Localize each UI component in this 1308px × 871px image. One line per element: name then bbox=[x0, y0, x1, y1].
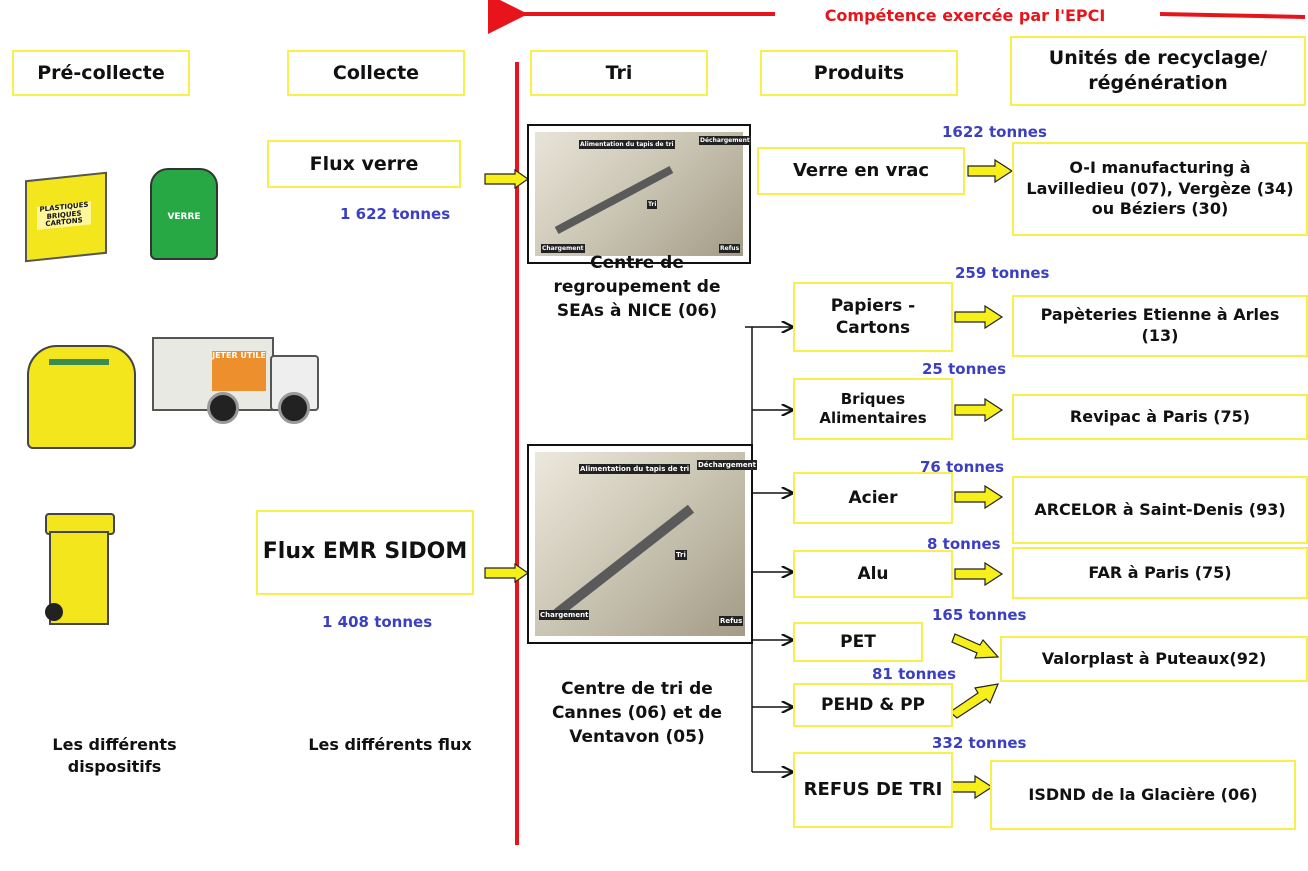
arrow-emr-to-tri bbox=[484, 562, 530, 584]
header-collecte: Collecte bbox=[287, 50, 465, 96]
arrow-pehd-out bbox=[949, 683, 999, 719]
header-produits: Produits bbox=[760, 50, 958, 96]
header-tri: Tri bbox=[530, 50, 708, 96]
arrow-pet-out bbox=[951, 633, 1000, 659]
wheelie-bin-icon bbox=[45, 513, 115, 625]
tonnage-papiers: 259 tonnes bbox=[955, 264, 1050, 282]
flux-emr-box: Flux EMR SIDOM bbox=[256, 510, 474, 595]
bin-verre-label: VERRE bbox=[167, 212, 201, 222]
flux-verre-tonnage: 1 622 tonnes bbox=[340, 205, 451, 223]
dest-acier: ARCELOR à Saint-Denis (93) bbox=[1012, 476, 1308, 544]
arrow-alu-out bbox=[954, 561, 1004, 587]
bin-plastiques-label: PLASTIQUES BRIQUES CARTONS bbox=[37, 201, 91, 231]
product-pehd: PEHD & PP bbox=[793, 683, 953, 727]
banner-label: Compétence exercée par l'EPCI bbox=[824, 6, 1106, 25]
arrow-verre-out bbox=[967, 158, 1014, 184]
product-alu: Alu bbox=[793, 550, 953, 598]
bin-verre-icon: VERRE bbox=[150, 168, 218, 260]
arrow-briques-out bbox=[954, 397, 1004, 423]
nice-label-tri: Tri bbox=[647, 200, 658, 209]
dest-verre: O-I manufacturing à Lavilledieu (07), Ve… bbox=[1012, 142, 1308, 236]
centre-nice-label: Centre de regroupement de SEAs à NICE (0… bbox=[553, 253, 721, 321]
dest-refus: ISDND de la Glacière (06) bbox=[990, 760, 1296, 830]
centre-cannes-diagram: Alimentation du tapis de tri Déchargemen… bbox=[527, 444, 757, 644]
tonnage-acier: 76 tonnes bbox=[920, 458, 1005, 476]
cannes-label-dech: Déchargement bbox=[697, 460, 757, 470]
arrow-acier-out bbox=[954, 484, 1004, 510]
dest-pet: Valorplast à Puteaux(92) bbox=[1000, 636, 1308, 682]
banner-line-right bbox=[1159, 12, 1306, 19]
truck-label: JETER UTILE bbox=[212, 351, 266, 391]
flux-verre-box: Flux verre bbox=[267, 140, 461, 188]
header-precollecte: Pré-collecte bbox=[12, 50, 190, 96]
tonnage-refus: 332 tonnes bbox=[932, 734, 1027, 752]
dest-briques: Revipac à Paris (75) bbox=[1012, 394, 1308, 440]
tonnage-pet: 165 tonnes bbox=[932, 606, 1027, 624]
footer-flux: Les différents flux bbox=[308, 735, 472, 754]
tonnage-pehd: 81 tonnes bbox=[872, 665, 957, 683]
header-unites: Unités de recyclage/ régénération bbox=[1010, 36, 1306, 106]
cannes-label-refus: Refus bbox=[719, 616, 744, 626]
tonnage-alu: 8 tonnes bbox=[927, 535, 1001, 553]
container-yellow-icon bbox=[27, 345, 136, 449]
product-acier: Acier bbox=[793, 472, 953, 524]
nice-label-charg: Chargement bbox=[541, 244, 585, 253]
tonnage-verre: 1622 tonnes bbox=[942, 123, 1047, 141]
dest-alu: FAR à Paris (75) bbox=[1012, 547, 1308, 599]
tonnage-briques: 25 tonnes bbox=[922, 360, 1007, 378]
footer-dispositifs: Les différents dispositifs bbox=[52, 735, 177, 777]
cannes-label-charg: Chargement bbox=[539, 610, 590, 620]
product-briques: Briques Alimentaires bbox=[793, 378, 953, 440]
product-verre: Verre en vrac bbox=[757, 147, 965, 195]
arrow-verre-to-tri bbox=[484, 168, 530, 190]
centre-cannes-label: Centre de tri de Cannes (06) et de Venta… bbox=[551, 679, 723, 747]
nice-label-refus: Refus bbox=[719, 244, 741, 253]
flux-emr-tonnage: 1 408 tonnes bbox=[322, 613, 433, 631]
nice-label-dech: Déchargement bbox=[699, 136, 751, 145]
product-pet: PET bbox=[793, 622, 923, 662]
cannes-label-alim: Alimentation du tapis de tri bbox=[579, 464, 691, 474]
nice-label-alim: Alimentation du tapis de tri bbox=[579, 140, 675, 149]
cannes-label-tri: Tri bbox=[675, 550, 687, 560]
dest-papiers: Papèteries Etienne à Arles (13) bbox=[1012, 295, 1308, 357]
arrow-papiers-out bbox=[954, 304, 1004, 330]
truck-icon: JETER UTILE bbox=[152, 337, 319, 424]
centre-nice-diagram: Alimentation du tapis de tri Déchargemen… bbox=[527, 124, 751, 264]
product-refus: REFUS DE TRI bbox=[793, 752, 953, 828]
bin-plastiques-icon: PLASTIQUES BRIQUES CARTONS bbox=[25, 171, 107, 263]
arrow-refus-out bbox=[949, 774, 994, 800]
product-papiers: Papiers - Cartons bbox=[793, 282, 953, 352]
